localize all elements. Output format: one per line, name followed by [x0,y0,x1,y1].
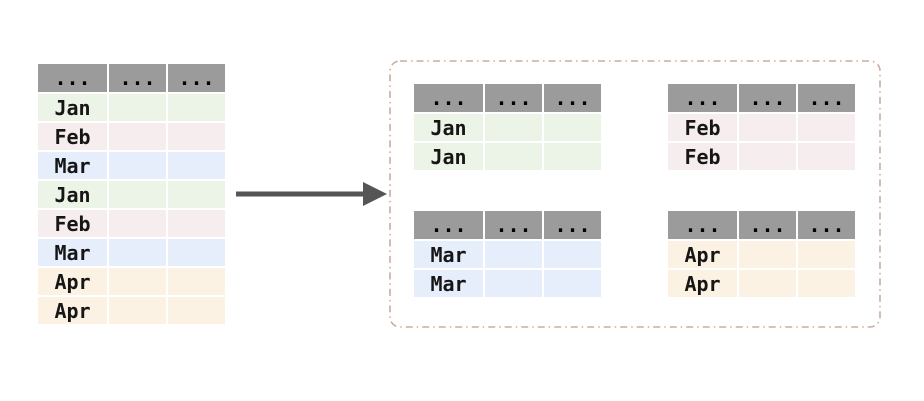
header-cell: ... [668,84,737,112]
header-cell: ... [414,211,483,239]
group-table-apr: ... ... ... Apr Apr [668,211,855,297]
row-label-cell: Jan [414,114,483,141]
empty-cell [485,143,542,170]
header-cell: ... [38,64,107,92]
empty-cell [168,181,225,208]
empty-cell [798,241,855,268]
empty-cell [109,210,166,237]
header-cell: ... [414,84,483,112]
empty-cell [109,239,166,266]
empty-cell [798,270,855,297]
row-label-cell: Apr [668,270,737,297]
header-cell: ... [798,84,855,112]
header-cell: ... [485,84,542,112]
empty-cell [739,241,796,268]
empty-cell [739,143,796,170]
empty-cell [109,297,166,324]
row-label-cell: Feb [668,143,737,170]
empty-cell [544,114,601,141]
header-cell: ... [739,84,796,112]
row-label-cell: Feb [668,114,737,141]
empty-cell [544,270,601,297]
empty-cell [109,181,166,208]
row-label-cell: Mar [414,241,483,268]
split-arrow-icon [236,182,387,206]
row-label-cell: Mar [38,152,107,179]
header-cell: ... [544,211,601,239]
empty-cell [168,268,225,295]
empty-cell [109,123,166,150]
source-table: ... ... ... Jan Feb Mar Jan Feb Mar Apr … [38,64,225,324]
row-label-cell: Mar [414,270,483,297]
dashed-border [389,60,881,328]
empty-cell [485,241,542,268]
header-cell: ... [798,211,855,239]
group-table-feb: ... ... ... Feb Feb [668,84,855,170]
row-label-cell: Apr [668,241,737,268]
row-label-cell: Feb [38,210,107,237]
empty-cell [739,114,796,141]
empty-cell [168,297,225,324]
row-label-cell: Jan [38,181,107,208]
header-cell: ... [168,64,225,92]
empty-cell [168,123,225,150]
row-label-cell: Jan [38,94,107,121]
empty-cell [109,152,166,179]
row-label-cell: Apr [38,268,107,295]
header-cell: ... [668,211,737,239]
row-label-cell: Feb [38,123,107,150]
header-cell: ... [109,64,166,92]
empty-cell [168,152,225,179]
group-table-mar: ... ... ... Mar Mar [414,211,601,297]
empty-cell [544,143,601,170]
header-cell: ... [544,84,601,112]
group-table-jan: ... ... ... Jan Jan [414,84,601,170]
empty-cell [485,114,542,141]
row-label-cell: Mar [38,239,107,266]
empty-cell [109,268,166,295]
groups-container [389,60,881,328]
empty-cell [739,270,796,297]
empty-cell [798,114,855,141]
empty-cell [798,143,855,170]
header-cell: ... [739,211,796,239]
empty-cell [168,94,225,121]
empty-cell [544,241,601,268]
row-label-cell: Jan [414,143,483,170]
empty-cell [485,270,542,297]
header-cell: ... [485,211,542,239]
empty-cell [168,239,225,266]
row-label-cell: Apr [38,297,107,324]
empty-cell [168,210,225,237]
empty-cell [109,94,166,121]
